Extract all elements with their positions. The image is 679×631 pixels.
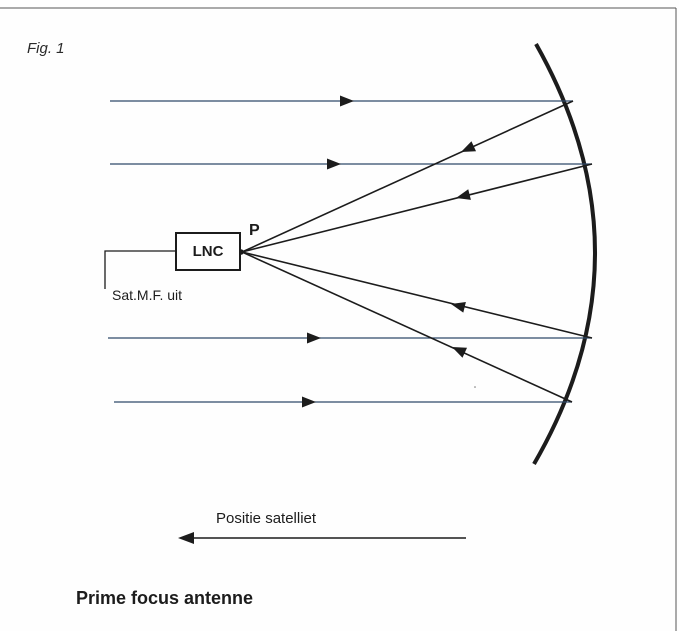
parabolic-dish [532, 43, 597, 466]
direction-label: Positie satelliet [216, 510, 317, 527]
reflected-ray-4 [241, 251, 573, 403]
reflected-ray-1 [241, 100, 574, 253]
reflected-ray-3 [241, 251, 593, 339]
arrowhead-reflected-2 [456, 189, 471, 200]
arrowhead-reflected-3 [451, 301, 466, 313]
lnc-label: LNC [192, 243, 224, 260]
figure-label: Fig. 1 [27, 40, 65, 57]
arrowhead-incoming-3 [307, 332, 321, 344]
reflected-ray-2 [241, 163, 593, 253]
figure-caption: Prime focus antenne [76, 588, 254, 608]
arrowhead-reflected-1 [461, 141, 477, 152]
arrowhead-incoming-4 [302, 396, 316, 408]
arrowhead-reflected-4 [452, 347, 468, 358]
output-label: Sat.M.F. uit [112, 287, 183, 303]
direction-arrowhead [178, 532, 194, 544]
lnc-block: LNC [175, 232, 241, 271]
arrowhead-incoming-1 [340, 95, 354, 107]
arrowhead-incoming-2 [327, 158, 341, 170]
focus-label: P [249, 222, 260, 239]
speck [474, 386, 476, 388]
output-lead [104, 250, 175, 289]
